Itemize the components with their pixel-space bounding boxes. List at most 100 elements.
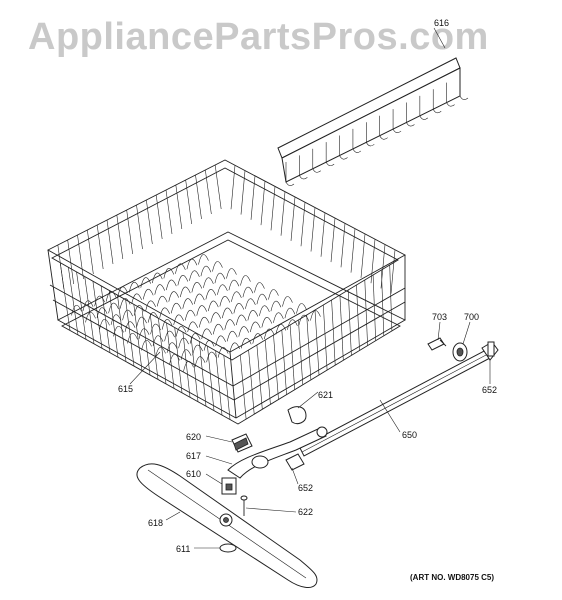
end-cap-652-lower[interactable] bbox=[285, 453, 305, 471]
rack-tine bbox=[96, 307, 108, 318]
rack-tine bbox=[175, 263, 186, 274]
rack-tine bbox=[189, 270, 200, 281]
rack-tine bbox=[268, 289, 279, 300]
spray-arm-bearing-610[interactable] bbox=[221, 477, 237, 495]
rack-tine bbox=[196, 305, 208, 316]
end-cap-652-right[interactable] bbox=[481, 341, 499, 361]
wire-segment bbox=[270, 186, 276, 231]
roller-stud-703[interactable] bbox=[427, 337, 447, 351]
rack-tine bbox=[178, 337, 189, 349]
feed-tube-elbow-617[interactable] bbox=[227, 426, 328, 479]
callout-616: 616 bbox=[434, 18, 449, 28]
roller-700[interactable] bbox=[452, 342, 468, 362]
rack-tine bbox=[169, 354, 180, 365]
rack-tine bbox=[173, 314, 184, 325]
rack-tine bbox=[270, 300, 282, 312]
wire-segment bbox=[92, 281, 103, 349]
rack-tine bbox=[296, 303, 307, 314]
tube-clip-621[interactable] bbox=[287, 406, 307, 425]
rack-tine bbox=[138, 328, 150, 339]
rack-tine bbox=[192, 344, 203, 356]
dishwasher-rack-615[interactable] bbox=[47, 159, 406, 425]
wire-segment bbox=[248, 349, 255, 415]
rack-tine bbox=[205, 289, 217, 300]
rack-tine bbox=[141, 340, 152, 351]
shelf-hook bbox=[312, 168, 321, 173]
rack-tine bbox=[163, 268, 175, 279]
wire-segment bbox=[281, 329, 287, 395]
seal-611[interactable] bbox=[219, 543, 237, 553]
rack-tine bbox=[259, 305, 270, 316]
wire-segment bbox=[207, 346, 215, 411]
rack-tine bbox=[147, 312, 159, 323]
rack-tine bbox=[198, 317, 210, 328]
wire-segment bbox=[87, 229, 94, 275]
rack-tine bbox=[219, 296, 231, 307]
callout-622: 622 bbox=[298, 507, 313, 517]
wire-segment bbox=[149, 313, 159, 380]
rack-tine bbox=[127, 333, 138, 344]
wire-segment bbox=[389, 264, 393, 331]
rack-shelf-616[interactable] bbox=[277, 57, 469, 186]
rack-tine bbox=[166, 279, 177, 291]
rack-tine bbox=[128, 282, 140, 293]
rack-tine bbox=[284, 307, 296, 319]
wire-segment bbox=[166, 322, 175, 389]
wire-segment bbox=[347, 289, 352, 356]
wire-segment bbox=[158, 318, 167, 384]
wire-segment bbox=[380, 244, 386, 289]
wire-segment bbox=[250, 175, 256, 220]
rack-tine bbox=[136, 316, 147, 328]
rack-tine bbox=[82, 300, 94, 311]
wire-segment bbox=[198, 341, 207, 407]
shelf-hook bbox=[299, 175, 308, 180]
wire-segment bbox=[331, 299, 336, 366]
rack-tine bbox=[200, 265, 212, 277]
callout-652-right: 652 bbox=[482, 385, 497, 395]
rack-tine bbox=[150, 323, 161, 335]
wire-segment bbox=[84, 276, 95, 344]
wire-segment bbox=[96, 224, 104, 270]
rack-tine bbox=[194, 293, 205, 305]
rack-tine bbox=[170, 303, 182, 314]
wire-segment bbox=[372, 274, 376, 341]
callout-618: 618 bbox=[148, 518, 163, 528]
wire-segment bbox=[320, 212, 326, 257]
rack-tine bbox=[142, 289, 154, 300]
wire-segment bbox=[146, 199, 153, 245]
wire-segment bbox=[165, 189, 173, 235]
wire-segment bbox=[174, 327, 183, 393]
callout-700: 700 bbox=[464, 312, 479, 322]
feed-tube-650[interactable] bbox=[299, 349, 491, 457]
rack-tine bbox=[164, 330, 175, 342]
screw-622[interactable] bbox=[240, 495, 248, 516]
lower-spray-arm-618[interactable] bbox=[136, 463, 318, 588]
shelf-hook bbox=[406, 122, 415, 127]
wire-segment bbox=[256, 344, 263, 410]
wire-segment bbox=[67, 239, 74, 285]
wire-segment bbox=[370, 239, 376, 284]
rack-tine bbox=[161, 319, 173, 330]
rack-tine bbox=[215, 335, 226, 346]
rack-tine bbox=[298, 314, 310, 326]
wire-segment bbox=[240, 354, 247, 420]
rack-tine bbox=[233, 303, 245, 314]
rack-tine bbox=[242, 286, 254, 298]
rack-tine bbox=[184, 310, 196, 321]
wire-segment bbox=[155, 194, 163, 240]
shelf-hook bbox=[446, 102, 455, 107]
wire-segment bbox=[230, 165, 236, 210]
rack-tine bbox=[177, 275, 189, 286]
callout-615: 615 bbox=[118, 384, 133, 394]
rack-tine bbox=[206, 351, 217, 363]
callout-621: 621 bbox=[318, 390, 333, 400]
rack-tine bbox=[166, 342, 178, 353]
rack-tine bbox=[108, 302, 119, 314]
rack-tine bbox=[203, 277, 214, 288]
clip-620[interactable] bbox=[231, 433, 253, 453]
wire-segment bbox=[205, 169, 212, 215]
rack-tine bbox=[240, 338, 252, 349]
rack-tine bbox=[273, 312, 284, 323]
wire-segment bbox=[350, 228, 356, 273]
